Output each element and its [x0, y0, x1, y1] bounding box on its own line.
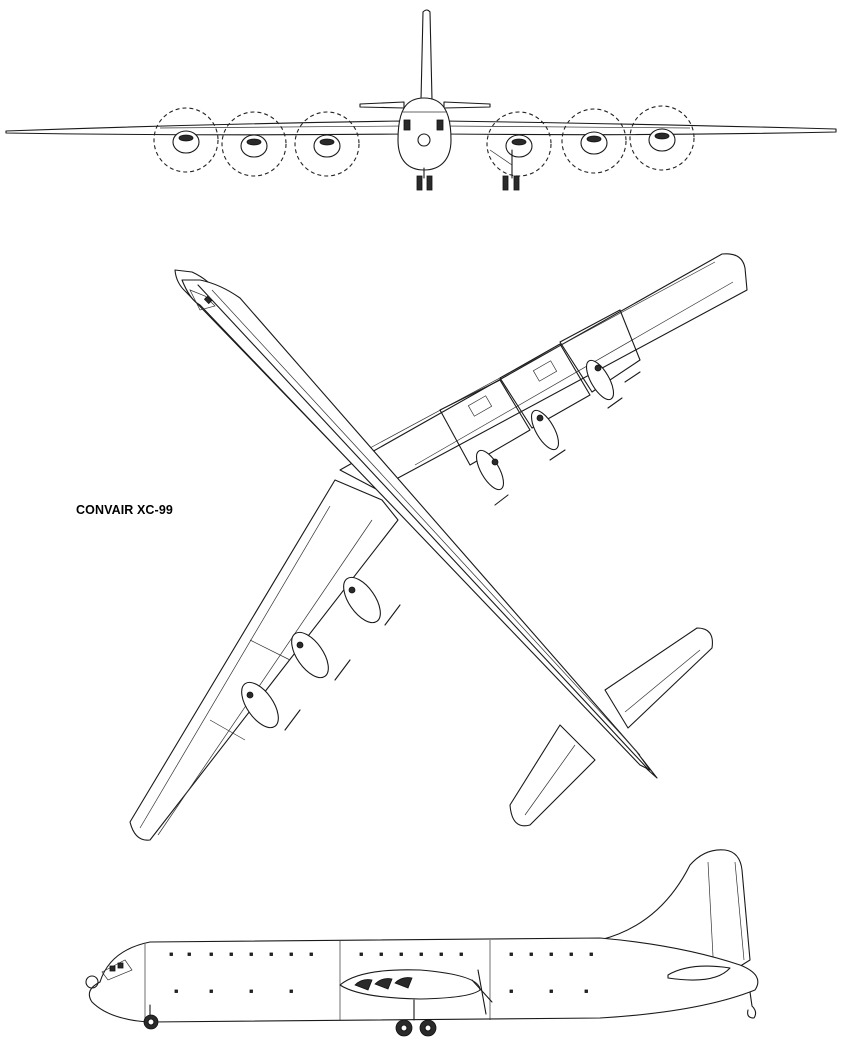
- side-view: [85, 849, 759, 1037]
- title-label: CONVAIR XC-99: [76, 503, 173, 517]
- top-view: [129, 253, 748, 841]
- side-windows: [169, 952, 593, 993]
- front-view: [5, 9, 837, 191]
